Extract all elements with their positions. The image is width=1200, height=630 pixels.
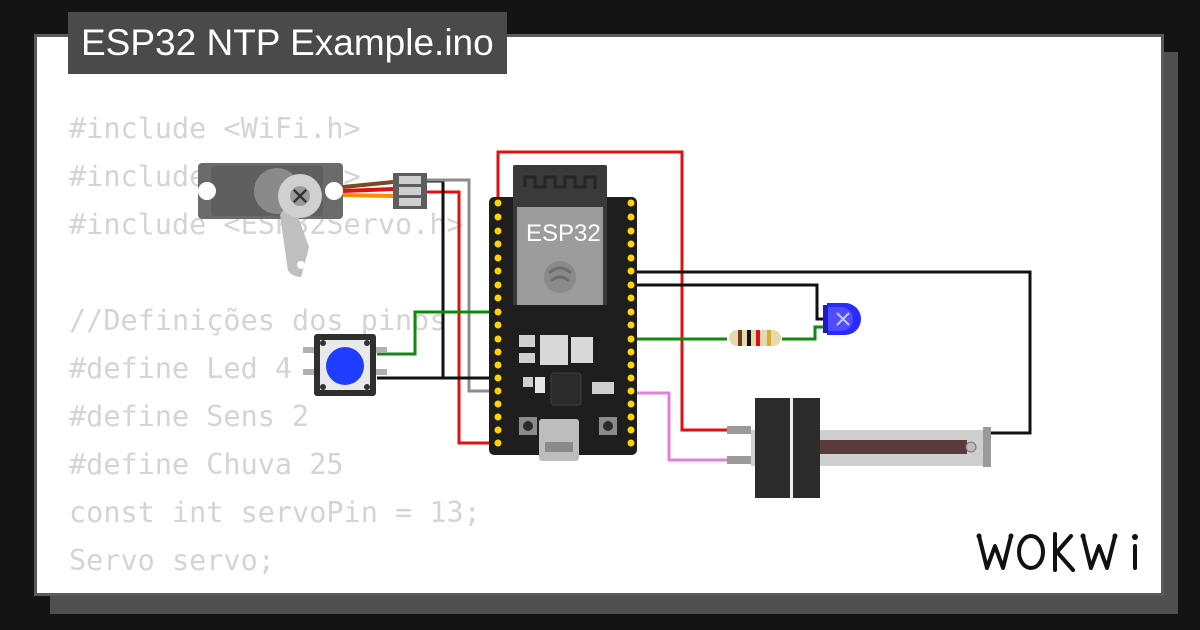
code-line: const int servoPin = 13;: [69, 496, 481, 529]
board-label: ESP32: [526, 220, 601, 247]
blue-led: [823, 303, 861, 335]
push-button[interactable]: [303, 334, 387, 396]
resistor: [729, 330, 781, 346]
code-line: //Definições dos pinos: [69, 304, 447, 337]
code-line: #include <WiFi.h>: [69, 112, 361, 145]
project-card[interactable]: #include <WiFi.h>#include <time.h>#inclu…: [34, 34, 1164, 596]
servo-connector: [393, 173, 427, 209]
code-line: #define Chuva 25: [69, 448, 344, 481]
code-line: #define Led 4: [69, 352, 293, 385]
code-line: #define Sens 2: [69, 400, 310, 433]
esp32-board: [489, 165, 637, 461]
button-knob: [326, 347, 364, 385]
code-line: Servo servo;: [69, 544, 275, 577]
circuit-diagram: ESP32: [198, 150, 1032, 498]
servo-motor: [198, 163, 343, 277]
slide-potentiometer[interactable]: [727, 398, 991, 498]
wokwi-logo: [976, 532, 1138, 572]
project-title[interactable]: ESP32 NTP Example.ino: [68, 12, 507, 74]
